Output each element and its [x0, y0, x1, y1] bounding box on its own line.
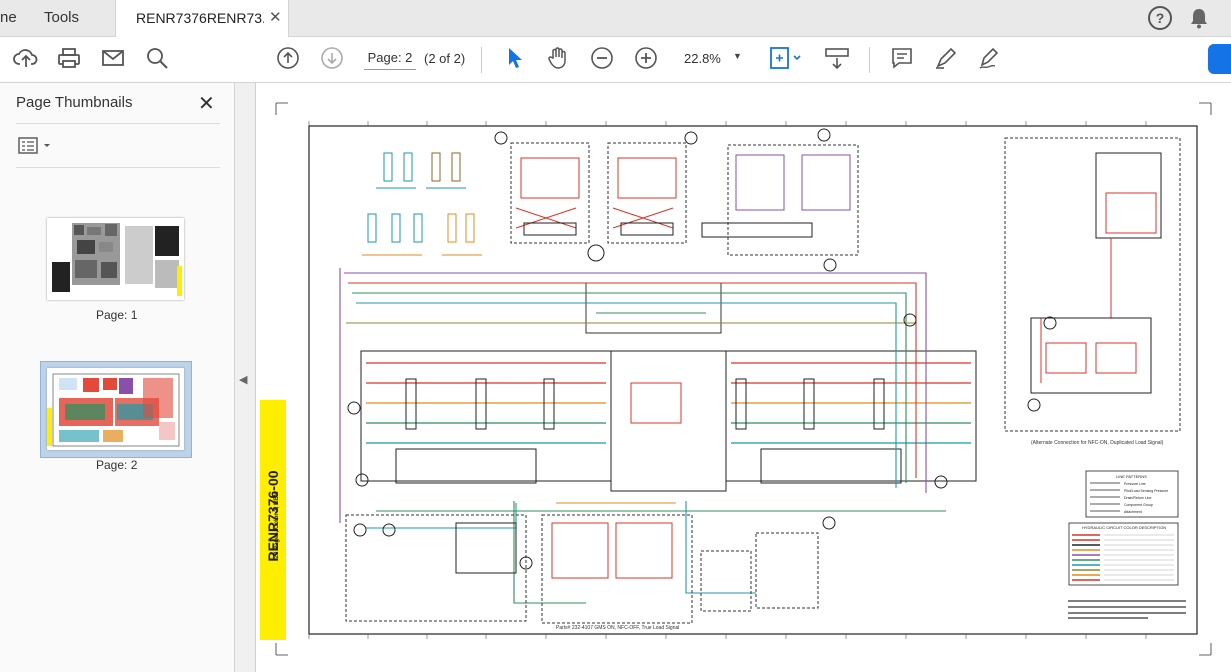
- alternate-connection-caption: (Alternate Connection for NFC-ON, Duplic…: [1031, 440, 1164, 446]
- search-icon[interactable]: [145, 46, 169, 75]
- fit-page-icon[interactable]: [768, 46, 802, 75]
- travel-motor-blocks: [494, 131, 698, 262]
- thumbnails-panel: Page Thumbnails ✕ Page: 1: [0, 83, 235, 672]
- thumbnail-label: Page: 1: [96, 308, 138, 322]
- cylinder-group-top: [362, 152, 482, 256]
- page-thumbnail-1[interactable]: [47, 218, 184, 300]
- upload-cloud-icon[interactable]: [13, 46, 39, 75]
- panel-title: Page Thumbnails: [16, 94, 133, 111]
- tab-document-label: RENR7376RENR73...: [136, 10, 264, 26]
- print-icon[interactable]: [57, 46, 81, 75]
- document-side-label: RENR7376-00 20 Pages, Color 2, REM: [260, 400, 286, 640]
- collapse-panel-icon[interactable]: ◀: [239, 374, 248, 386]
- legend-title: LINE PATTERNS: [1116, 474, 1147, 479]
- highlight-pen-icon[interactable]: [934, 46, 958, 75]
- color-legend-title: HYDRAULIC CIRCUIT COLOR DESCRIPTION: [1082, 525, 1166, 530]
- hydraulic-lines: [339, 268, 946, 604]
- prev-page-icon[interactable]: [276, 46, 300, 75]
- tab-bar: ne Tools RENR7376RENR73... ✕ ?: [0, 0, 1231, 37]
- sidebar-splitter[interactable]: ◀: [235, 83, 256, 672]
- main-control-valve-left: [360, 350, 612, 484]
- lower-component-groups: [345, 313, 948, 624]
- main-toolbar: Page: 2 (2 of 2) 22.8% ▼: [0, 37, 1231, 83]
- zoom-out-icon[interactable]: [590, 46, 614, 75]
- main-control-valve-right: [725, 350, 977, 484]
- tab-document[interactable]: RENR7376RENR73... ✕: [115, 0, 289, 37]
- toolbar-divider: [481, 47, 482, 73]
- alternate-connection-panel: [1004, 137, 1181, 432]
- tab-home[interactable]: ne: [0, 9, 17, 26]
- email-icon[interactable]: [101, 46, 125, 75]
- page-number-input[interactable]: Page: 2: [364, 47, 416, 70]
- center-valve: [585, 282, 727, 492]
- close-icon[interactable]: ✕: [269, 9, 282, 26]
- thumbnail-label: Page: 2: [96, 458, 138, 472]
- zoom-level[interactable]: 22.8%: [684, 51, 721, 66]
- hydraulic-schematic: (Alternate Connection for NFC-ON, Duplic…: [275, 102, 1212, 656]
- share-button[interactable]: [1208, 44, 1231, 74]
- scroll-mode-icon[interactable]: [824, 46, 850, 75]
- tab-tools[interactable]: Tools: [44, 9, 80, 26]
- hand-pan-icon[interactable]: [546, 46, 570, 75]
- next-page-icon[interactable]: [320, 46, 344, 75]
- legend-item: Pilot/Load Sensing Pressure: [1124, 489, 1168, 493]
- circuit-color-legend: HYDRAULIC CIRCUIT COLOR DESCRIPTION: [1068, 522, 1179, 586]
- schematic-bottom-caption: Parts# 232-4107 GMS ON, NFC-OFF, True Lo…: [556, 625, 679, 631]
- sign-icon[interactable]: [977, 46, 1003, 75]
- zoom-in-icon[interactable]: [634, 46, 658, 75]
- select-cursor-icon[interactable]: [504, 46, 526, 75]
- notifications-bell-icon[interactable]: [1189, 7, 1209, 34]
- legend-item: Attachment: [1124, 510, 1142, 514]
- divider: [16, 123, 220, 124]
- legend-item: Drain/Return Line: [1124, 496, 1151, 500]
- page-count: (2 of 2): [424, 51, 466, 66]
- comment-icon[interactable]: [890, 46, 914, 75]
- divider: [16, 167, 220, 168]
- close-icon[interactable]: ✕: [198, 93, 215, 115]
- legend-item: Component Group: [1124, 503, 1153, 507]
- help-icon[interactable]: ?: [1148, 6, 1172, 30]
- chevron-down-icon[interactable]: ▼: [733, 51, 742, 61]
- thumbnail-options-icon[interactable]: [18, 136, 52, 161]
- line-patterns-legend: LINE PATTERNS Pressure Line Pilot/Load S…: [1085, 470, 1179, 518]
- toolbar-divider: [869, 47, 870, 73]
- legend-item: Pressure Line: [1124, 482, 1146, 486]
- swing-motor-blocks: [701, 128, 859, 272]
- document-view[interactable]: [256, 83, 1231, 672]
- page-thumbnail-2[interactable]: [47, 368, 184, 450]
